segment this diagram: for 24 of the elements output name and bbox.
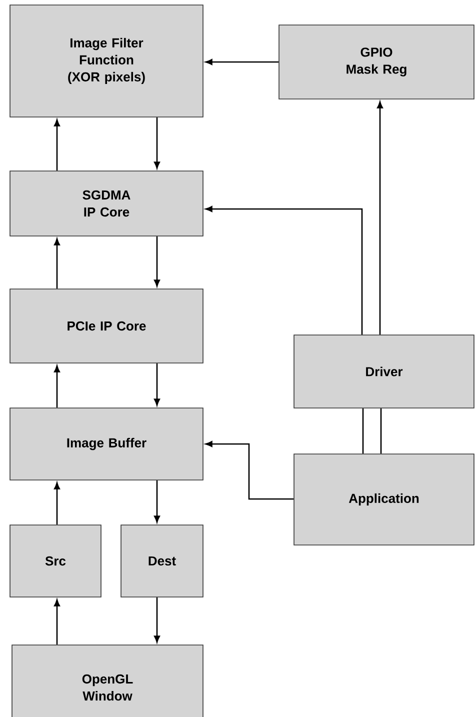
process-box: SGDMA IP Core <box>10 170 204 236</box>
process-box: PCIe IP Core <box>10 288 204 364</box>
process-box: GPIO Mask Reg <box>278 24 474 100</box>
process-box: Driver <box>294 334 474 408</box>
arrow <box>54 365 60 408</box>
arrow <box>154 480 160 523</box>
process-box: Application <box>294 454 474 546</box>
arrow <box>205 206 363 335</box>
arrow <box>154 363 160 406</box>
arrow <box>154 117 160 169</box>
arrow <box>54 238 60 289</box>
arrow <box>154 236 160 287</box>
arrow <box>205 441 294 500</box>
process-box: Dest <box>120 524 204 598</box>
arrow <box>154 597 160 643</box>
arrow <box>54 482 60 525</box>
arrow <box>377 101 383 335</box>
process-box: OpenGL Window <box>12 644 204 717</box>
arrow <box>54 119 60 171</box>
process-box: Image Filter Function (XOR pixels) <box>10 4 204 118</box>
arrow <box>54 599 60 645</box>
process-box: Src <box>10 524 102 598</box>
arrow <box>205 59 279 65</box>
process-box: Image Buffer <box>10 408 204 480</box>
